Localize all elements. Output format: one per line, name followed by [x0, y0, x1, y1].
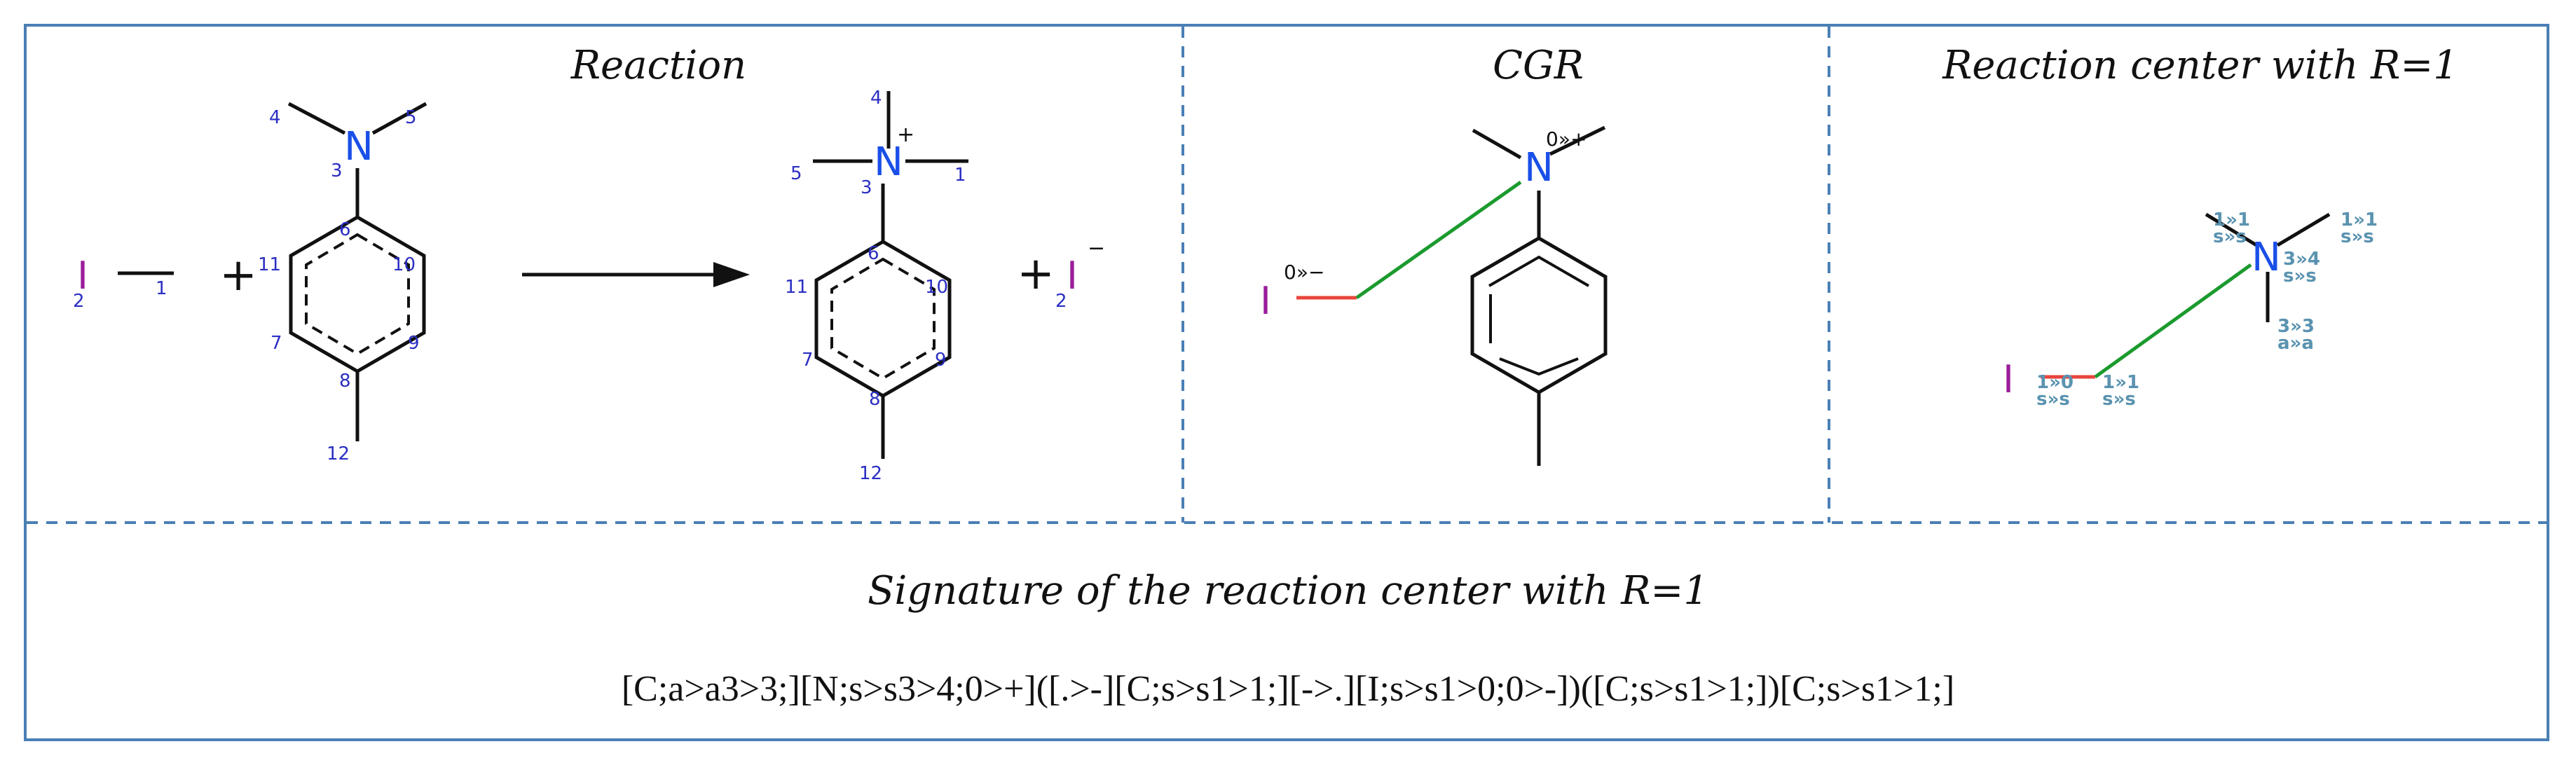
product-nitrogen-atom: N: [874, 139, 903, 185]
reactant-index-8: 8: [339, 371, 351, 392]
reactant-index-11: 11: [258, 254, 281, 275]
reactant-ring: [289, 215, 426, 373]
signature-string: [C;a>a3>3;][N;s>s3>4;0>+]([.>-][C;s>s1>1…: [622, 669, 1954, 709]
center-label-3b: s»s: [2283, 266, 2317, 287]
reactant-index-10: 10: [392, 254, 416, 275]
center-label-5b: s»s: [2036, 389, 2070, 410]
center-label-4a: 3»3: [2277, 316, 2315, 337]
product-index-6: 6: [868, 243, 879, 264]
product-nitrogen-charge: +: [897, 123, 914, 147]
center-bond-n-left: [2205, 212, 2258, 247]
outer-frame: [24, 24, 2549, 741]
reactant-index-7: 7: [270, 333, 282, 354]
reaction-title: Reaction: [570, 43, 746, 88]
product-index-8: 8: [869, 389, 881, 410]
signature-title: Signature of the reaction center with R=…: [868, 568, 1708, 614]
reactant-ring-aromatic: [305, 233, 410, 356]
center-label-2b: s»s: [2341, 226, 2374, 247]
center-label-6a: 1»1: [2102, 372, 2139, 393]
reactant-bond-n-c4: [287, 102, 346, 135]
cgr-bond-n-methyl-right: [1549, 125, 1606, 156]
product-iodine-atom: I: [1067, 254, 1078, 298]
center-formed-bond: [2094, 263, 2252, 379]
product-ring: [814, 240, 952, 398]
product-index-5: 5: [790, 163, 802, 184]
center-label-3a: 3»4: [2283, 249, 2320, 270]
product-index-11: 11: [785, 277, 808, 298]
center-label-1b: s»s: [2213, 226, 2247, 247]
product-ring-aromatic: [830, 257, 936, 380]
center-bond-n-right: [2276, 212, 2331, 247]
reactant-bond-n-c5: [371, 102, 427, 135]
plus-sign-2: +: [1017, 248, 1055, 300]
product-index-4: 4: [870, 88, 882, 109]
cgr-iodine-charge-label: 0»−: [1284, 261, 1324, 284]
product-ammonium: N + 4 5 1 3 6 11 10 7 9 8 12: [785, 88, 968, 484]
reactant-dimethyltoluidine: N 4 5 3 6 11 10 7 9 8 12: [258, 102, 427, 464]
reactant-iodine-atom: I: [77, 254, 88, 298]
plus-sign-1: +: [219, 249, 257, 301]
cgr-ring-double-1: [1488, 255, 1590, 287]
cgr-formed-bond: [1355, 180, 1522, 300]
reactant-index-4: 4: [269, 107, 281, 128]
reactant-index-5: 5: [405, 107, 417, 128]
cgr-ring: [1470, 236, 1608, 394]
cgr-ring-double-3: [1499, 357, 1579, 376]
cgr-title: CGR: [1493, 43, 1584, 88]
center-label-1a: 1»1: [2213, 209, 2250, 230]
reactant-index-1: 1: [156, 278, 167, 299]
reactant-index-2: 2: [73, 291, 85, 312]
cgr-nitrogen-atom: N: [1524, 145, 1554, 191]
product-iodide: I − 2: [1055, 236, 1105, 312]
product-index-7: 7: [802, 350, 814, 371]
center-label-4b: a»a: [2277, 333, 2314, 354]
reaction-arrow: [522, 262, 750, 287]
reactant-index-12: 12: [327, 443, 350, 464]
product-index-3: 3: [861, 177, 872, 198]
product-index-1: 1: [954, 165, 966, 186]
cgr-structure: I 0»− N 0»+: [1260, 125, 1608, 466]
reactant-index-3: 3: [331, 160, 343, 181]
center-nitrogen-atom: N: [2252, 235, 2281, 280]
product-index-12: 12: [859, 463, 882, 484]
product-index-9: 9: [935, 350, 947, 371]
reactant-nitrogen-atom: N: [344, 124, 374, 170]
cgr-nitrogen-charge-label: 0»+: [1546, 127, 1587, 151]
cgr-bond-n-methyl-left: [1472, 128, 1522, 160]
reactant-methyl-iodide: I 2 1: [73, 254, 174, 312]
cgr-iodine-atom: I: [1260, 279, 1271, 323]
reactant-index-9: 9: [408, 333, 420, 354]
center-label-2a: 1»1: [2341, 209, 2378, 230]
center-title: Reaction center with R=1: [1942, 43, 2458, 88]
product-index-2: 2: [1055, 291, 1067, 312]
center-label-6b: s»s: [2102, 389, 2136, 410]
center-iodine-atom: I: [2003, 357, 2014, 401]
reactant-index-6: 6: [339, 219, 351, 240]
product-iodine-charge: −: [1088, 236, 1105, 261]
reaction-center-structure: I N 1»1 s»s 1»1 s»s 3»4 s»s 3»3 a»a 1»0 …: [2003, 209, 2378, 410]
product-index-10: 10: [925, 277, 948, 298]
center-label-5a: 1»0: [2036, 372, 2074, 393]
